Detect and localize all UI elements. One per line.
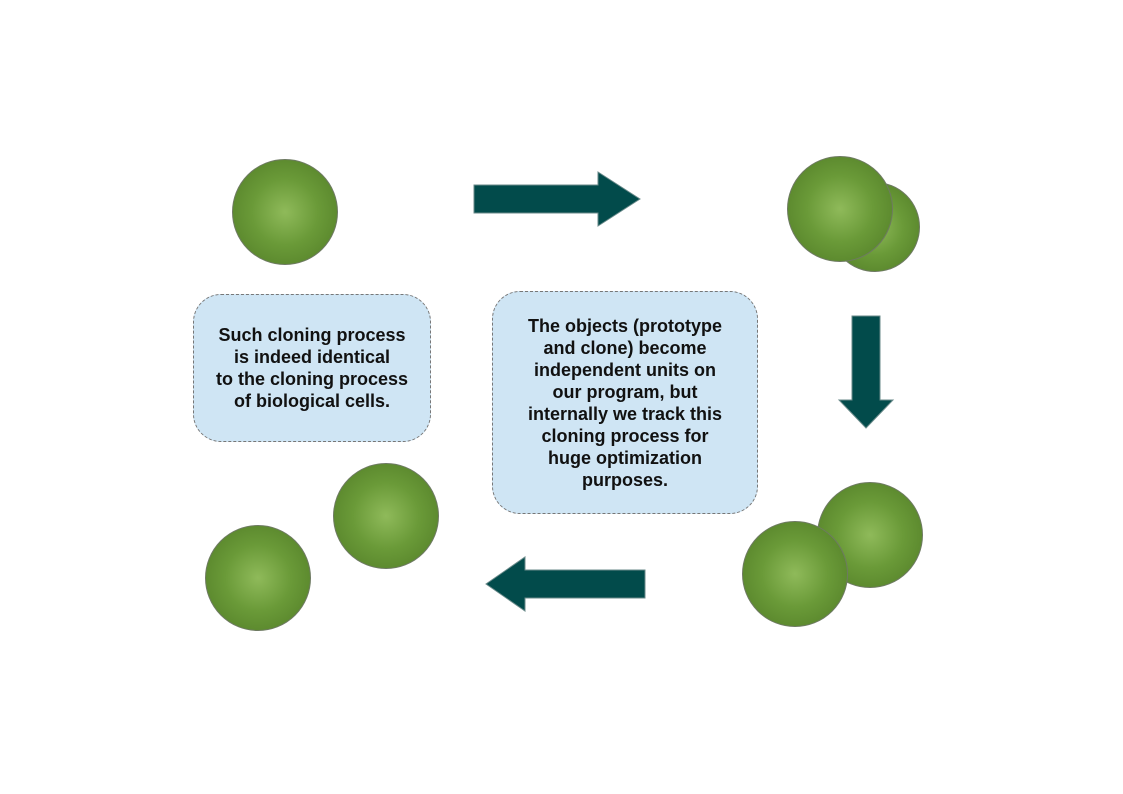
note-left: Such cloning process is indeed identical… (193, 294, 431, 442)
arrow-down-icon (837, 315, 895, 429)
arrow-left-icon (485, 556, 646, 612)
clone-cell (333, 463, 439, 569)
dividing-cell-part-a (787, 156, 893, 262)
single-cell (232, 159, 338, 265)
prototype-cell (205, 525, 311, 631)
arrow-right-icon (473, 171, 641, 227)
split-cell-bottom (742, 521, 848, 627)
note-center: The objects (prototype and clone) become… (492, 291, 758, 514)
